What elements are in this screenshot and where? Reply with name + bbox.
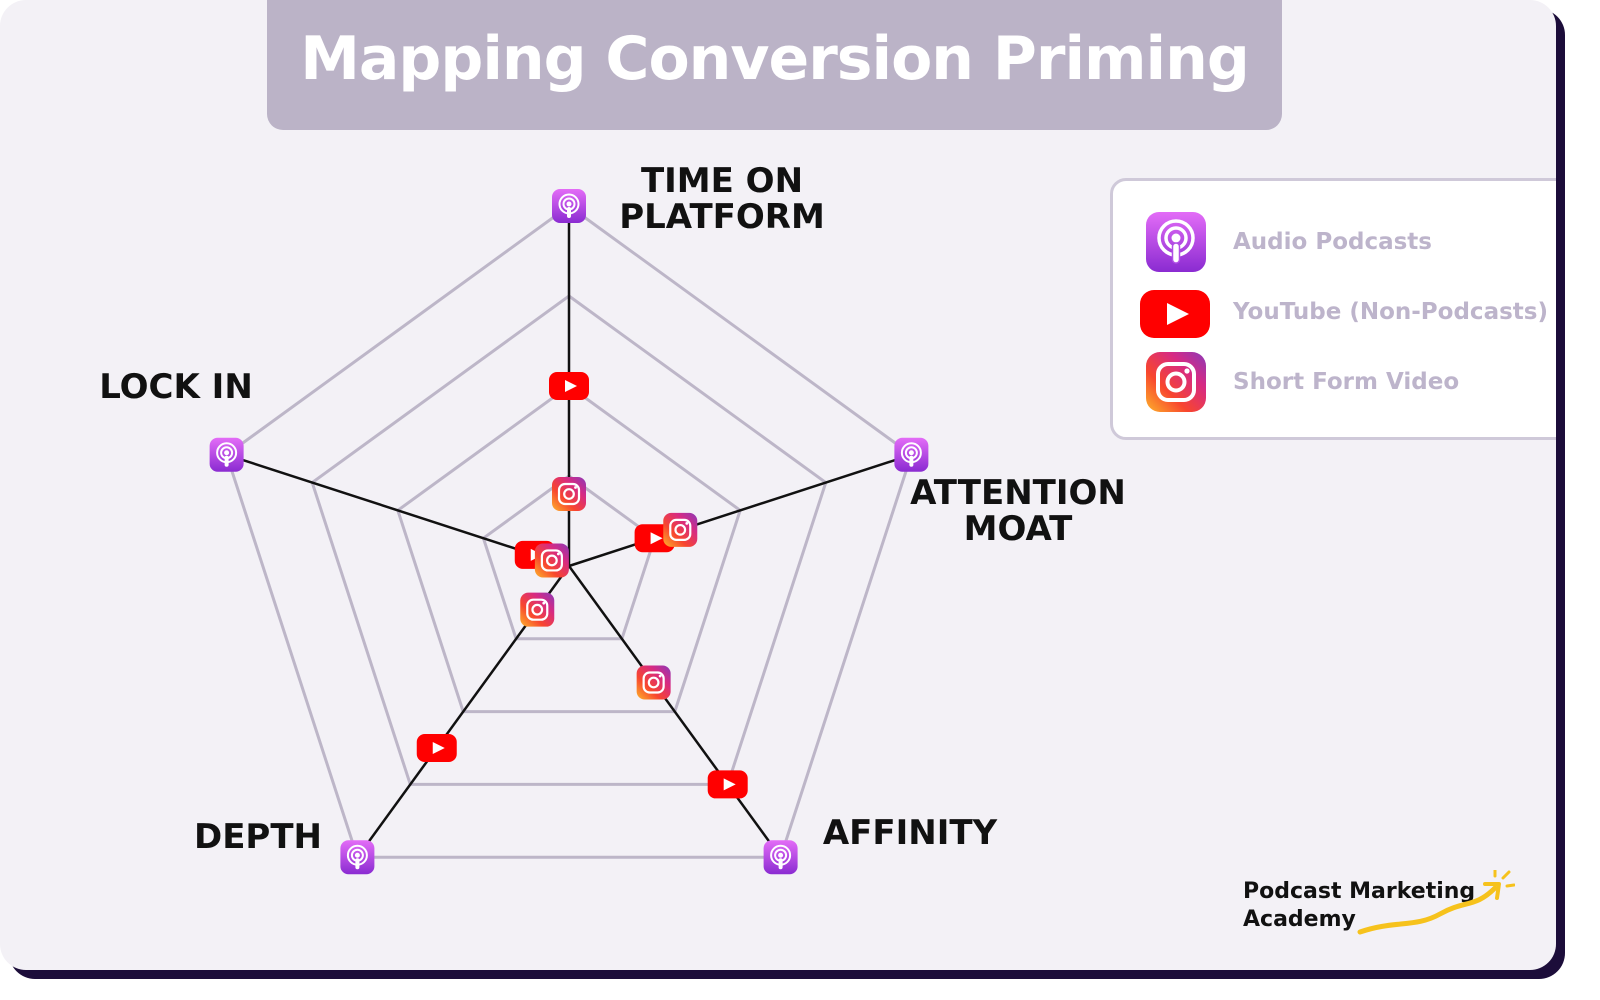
legend-label: Audio Podcasts <box>1233 229 1432 255</box>
axis-spoke <box>226 453 570 568</box>
axis-label-line: LOCK IN <box>99 367 253 407</box>
youtube-marker <box>549 372 589 400</box>
podcast-icon <box>1146 212 1206 272</box>
podcast-marker <box>763 840 798 875</box>
youtube-marker <box>707 770 748 799</box>
instagram-marker <box>552 477 586 511</box>
legend-label: YouTube (Non-Podcasts) <box>1233 299 1548 325</box>
legend-label: Short Form Video <box>1233 369 1460 395</box>
axis-label-line: AFFINITY <box>823 813 998 853</box>
axis-label-line: TIME ON <box>641 161 803 201</box>
axis-spoke <box>568 453 912 568</box>
grid-ring <box>310 294 828 786</box>
axis-spoke <box>567 565 782 858</box>
legend: Audio Podcasts YouTube (Non-Podcasts) Sh… <box>1110 178 1556 440</box>
grid-ring <box>396 384 742 714</box>
chart-title: Mapping Conversion Priming <box>300 24 1250 94</box>
podcast-marker <box>209 437 244 472</box>
axis-label-line: ATTENTION <box>910 473 1126 513</box>
instagram-icon <box>1146 352 1206 412</box>
podcast-marker <box>552 189 586 223</box>
podcast-marker <box>340 840 375 875</box>
instagram-marker <box>520 592 555 627</box>
brand-line-1: Podcast Marketing <box>1243 879 1476 904</box>
grid-ring <box>224 204 914 859</box>
data-markers <box>209 189 929 875</box>
axis-label: AFFINITY <box>823 813 998 853</box>
youtube-marker <box>416 734 457 763</box>
instagram-marker <box>636 665 671 700</box>
brand-growth-arrow-icon <box>1357 870 1515 935</box>
axis-label: LOCK IN <box>99 367 253 407</box>
axis-label-line: DEPTH <box>194 817 322 857</box>
instagram-marker <box>663 512 698 547</box>
axis-label: DEPTH <box>194 817 322 857</box>
axis-label-line: MOAT <box>964 509 1073 549</box>
title-banner: Mapping Conversion Priming <box>267 0 1282 130</box>
axis-label-line: PLATFORM <box>619 197 825 237</box>
brand-line-2: Academy <box>1243 907 1356 932</box>
podcast-marker <box>894 437 929 472</box>
instagram-marker <box>534 543 569 578</box>
youtube-icon <box>1140 290 1210 338</box>
brand-logo: Podcast Marketing Academy <box>1243 878 1475 934</box>
